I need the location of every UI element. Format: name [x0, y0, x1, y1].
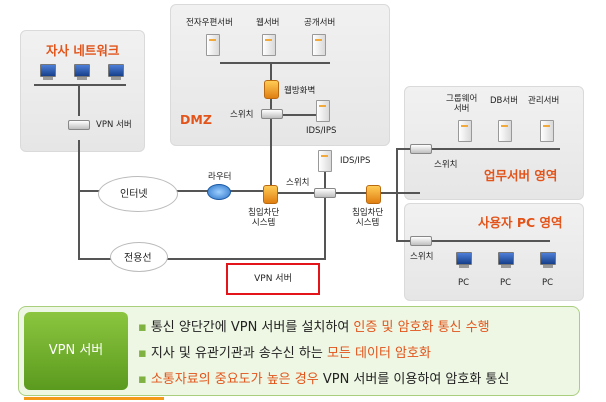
- leased-line-link: [78, 258, 326, 260]
- business-bus-line: [420, 148, 560, 150]
- public-server-icon: [312, 34, 326, 56]
- groupware-server-icon: [458, 120, 472, 142]
- db-server-icon: [498, 120, 512, 142]
- panel-bullet-3: ▪소통자료의 중요도가 높은 경우 VPN 서버를 이용하여 암호화 통신: [138, 368, 509, 387]
- leased-line-label: 전용선: [124, 253, 152, 264]
- center-ids-link: [324, 165, 326, 193]
- center-ips-icon: [263, 185, 278, 204]
- center-switch-label: 스위치: [286, 178, 310, 188]
- user-pc-2-icon: [498, 252, 514, 268]
- right-ips-icon: [366, 185, 381, 204]
- groupware-server-label: 그룹웨어 서버: [446, 94, 478, 114]
- center-right-link: [270, 192, 420, 194]
- dmz-zone: [170, 4, 390, 146]
- dmz-bus-line: [220, 62, 330, 64]
- company-network-zone: [20, 30, 145, 152]
- company-vpn-server-label: VPN 서버: [96, 120, 132, 130]
- panel-bullet-2: ▪지사 및 유관기관과 송수신 하는 모든 데이터 암호화: [138, 342, 431, 361]
- web-firewall-icon: [264, 80, 279, 99]
- company-pc-2-icon: [74, 64, 90, 80]
- right-ips-label: 침입차단 시스템: [352, 208, 384, 228]
- bullet-3-tail: VPN 서버를 이용하여 암호화 통신: [318, 372, 510, 387]
- bullet-1-highlight: 인증 및 암호화 통신 수행: [353, 320, 490, 335]
- web-firewall-label: 웹방화벽: [284, 86, 316, 96]
- user-trunk-link: [396, 240, 420, 242]
- user-pc-1-label: PC: [458, 278, 470, 288]
- router-label: 라우터: [208, 172, 232, 182]
- user-pc-2-label: PC: [500, 278, 512, 288]
- bullet-3-highlight: 소통자료의 중요도가 높은 경우: [150, 372, 319, 387]
- leased-line-cloud-icon: [110, 242, 168, 272]
- bullet-2-text: 지사 및 유관기관과 송수신 하는: [150, 346, 327, 361]
- web-server-icon: [262, 34, 276, 56]
- internet-cloud-icon: [98, 176, 178, 212]
- user-pc-zone-label: 사용자 PC 영역: [478, 215, 563, 230]
- dmz-switch-label: 스위치: [230, 110, 254, 120]
- panel-title: VPN 서버: [24, 312, 128, 390]
- company-vpn-down-link: [78, 140, 80, 258]
- user-pc-3-icon: [540, 252, 556, 268]
- business-trunk-link: [396, 148, 420, 150]
- company-pc-1-icon: [40, 64, 56, 80]
- right-trunk-line: [396, 148, 398, 242]
- dmz-ids-label: IDS/IPS: [306, 126, 337, 136]
- bullet-1-text: 통신 양단간에 VPN 서버를 설치하여: [150, 320, 354, 335]
- highlighted-vpn-server-label: VPN 서버: [254, 274, 292, 284]
- highlighted-vpn-server-box: VPN 서버: [226, 263, 320, 295]
- admin-server-icon: [540, 120, 554, 142]
- public-server-label: 공개서버: [304, 18, 336, 28]
- internet-label: 인터넷: [120, 189, 148, 200]
- router-icon: [207, 184, 231, 200]
- admin-server-label: 관리서버: [528, 96, 560, 106]
- mail-server-icon: [206, 34, 220, 56]
- center-ids-label: IDS/IPS: [340, 156, 371, 166]
- bullet-2-highlight: 모든 데이터 암호화: [326, 346, 431, 361]
- user-bus-line: [420, 240, 550, 242]
- decorative-orange-line: [24, 397, 164, 400]
- dmz-label: DMZ: [180, 112, 212, 127]
- user-switch-icon: [410, 236, 432, 246]
- dmz-bus-drop: [270, 62, 272, 194]
- dmz-switch-ids-link: [270, 114, 322, 116]
- company-network-label: 자사 네트워크: [46, 43, 120, 58]
- panel-bullet-1: ▪통신 양단간에 VPN 서버를 설치하여 인증 및 암호화 통신 수행: [138, 316, 490, 335]
- business-switch-icon: [410, 144, 432, 154]
- business-zone: [404, 86, 584, 200]
- mail-server-label: 전자우편서버: [186, 18, 233, 28]
- user-pc-3-label: PC: [542, 278, 554, 288]
- user-pc-1-icon: [456, 252, 472, 268]
- vpn-to-center-link: [324, 196, 326, 259]
- center-ips-label: 침입차단 시스템: [248, 208, 280, 228]
- bullet-square-icon: ▪: [138, 372, 147, 387]
- db-server-label: DB서버: [490, 96, 519, 106]
- web-server-label: 웹서버: [256, 18, 280, 28]
- bullet-square-icon: ▪: [138, 346, 147, 361]
- center-switch-icon: [314, 188, 336, 198]
- business-zone-label: 업무서버 영역: [484, 168, 558, 183]
- dmz-ids-icon: [316, 100, 330, 122]
- center-ids-icon: [318, 150, 332, 172]
- dmz-switch-icon: [261, 109, 283, 119]
- business-switch-label: 스위치: [434, 160, 458, 170]
- user-switch-label: 스위치: [410, 252, 434, 262]
- bullet-square-icon: ▪: [138, 320, 147, 335]
- company-internet-link: [78, 190, 108, 192]
- company-vpn-link: [78, 86, 80, 116]
- company-pc-3-icon: [108, 64, 124, 80]
- company-vpn-server-icon: [68, 120, 90, 130]
- company-bus-line: [34, 84, 126, 86]
